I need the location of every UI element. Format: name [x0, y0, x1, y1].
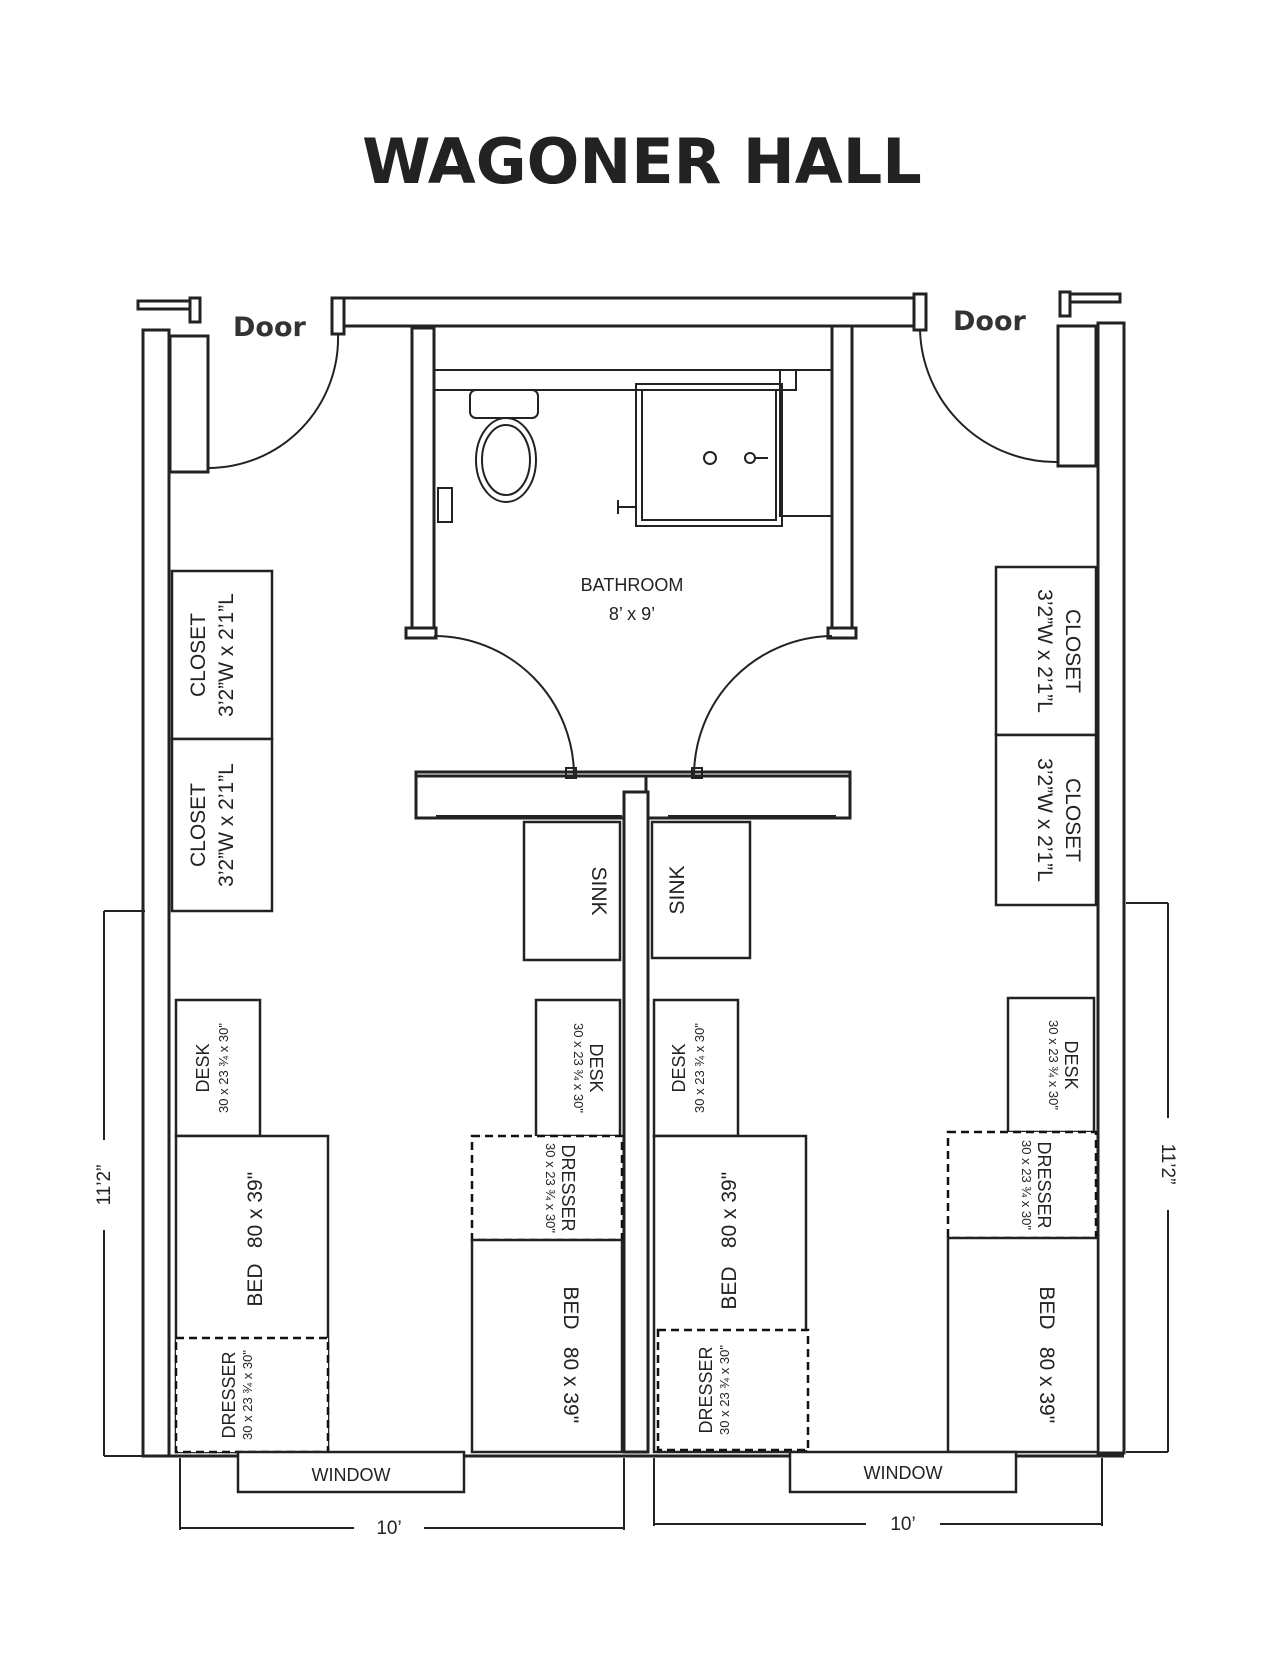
door-label-right: Door: [953, 306, 1027, 337]
door-stop-left: [565, 767, 577, 779]
dresser-name: DRESSER: [1034, 1141, 1054, 1228]
desk-name: DESK: [193, 1043, 213, 1092]
dresser-room1-right: DRESSER 30 x 23 ¾ x 30": [470, 1134, 624, 1242]
dimension-width-right: 10’: [890, 1514, 915, 1535]
dresser-name: DRESSER: [558, 1144, 578, 1231]
wall-bath-right-cap: [826, 626, 858, 640]
door-jamb-right-inner: [912, 292, 928, 332]
shower-icon: [617, 383, 783, 527]
wall-bath-left-cap: [404, 626, 438, 640]
dresser-room1-left: DRESSER 30 x 23 ¾ x 30": [174, 1336, 330, 1454]
closet-left-bottom: CLOSET 3’2”W x 2’1”L: [170, 737, 274, 913]
closet-name: CLOSET: [187, 613, 210, 697]
wall-bath-fixture-right: [779, 369, 833, 517]
door-swing-left: [207, 333, 340, 469]
door-stop-right: [691, 767, 703, 779]
sink-label: SINK: [587, 866, 610, 915]
wall-bath-right: [830, 324, 854, 640]
wall-right: [1096, 321, 1126, 1455]
desk-name: DESK: [586, 1043, 606, 1092]
desk-name: DESK: [1061, 1040, 1081, 1089]
door-swing-bath-right: [693, 635, 833, 777]
closet-right-top: CLOSET 3’2”W x 2’1”L: [994, 565, 1098, 737]
wall-entry-left: [168, 334, 210, 474]
window-left: WINDOW: [236, 1450, 466, 1494]
dresser-size: 30 x 23 ¾ x 30": [240, 1350, 255, 1440]
closet-size: 3’2”W x 2’1”L: [1033, 589, 1056, 713]
closet-name: CLOSET: [1061, 609, 1084, 693]
desk-room1-right: DESK 30 x 23 ¾ x 30": [534, 998, 622, 1138]
dimension-lines: [103, 902, 1169, 1530]
sink-right: SINK: [650, 820, 752, 960]
wall-center-divider: [622, 790, 650, 1454]
sink-label: SINK: [666, 865, 689, 914]
dimension-width-left: 10’: [376, 1518, 401, 1539]
wall-top-center: [336, 296, 922, 328]
ledge-inner-left: [436, 792, 622, 816]
door-swings: [207, 329, 1059, 779]
wall-bath-fixture-top: [433, 369, 797, 391]
dresser-room2-left: DRESSER 30 x 23 ¾ x 30": [656, 1328, 810, 1452]
desk-size: 30 x 23 ¾ x 30": [571, 1023, 586, 1113]
door-jamb-left-outer: [188, 296, 202, 324]
window-right: WINDOW: [788, 1450, 1018, 1494]
bathroom-label: BATHROOM: [581, 575, 684, 595]
door-swing-bath-left: [433, 635, 575, 777]
closet-left-top: CLOSET 3’2”W x 2’1”L: [170, 569, 274, 741]
window-label: WINDOW: [864, 1463, 943, 1483]
window-label: WINDOW: [312, 1465, 391, 1485]
ledge-inner-right: [668, 792, 836, 816]
door-jamb-left-inner: [330, 296, 346, 336]
walls: [136, 290, 1126, 1458]
desk-size: 30 x 23 ¾ x 30": [216, 1023, 231, 1113]
door-label-left: Door: [233, 312, 307, 343]
page-title: WAGONER HALL: [362, 125, 922, 198]
wall-left: [141, 328, 171, 1458]
closet-size: 3’2”W x 2’1”L: [1033, 758, 1056, 882]
toilet-icon: [469, 389, 539, 503]
dresser-size: 30 x 23 ¾ x 30": [717, 1345, 732, 1435]
wall-bath-left: [410, 326, 436, 640]
dresser-room2-right: DRESSER 30 x 23 ¾ x 30": [946, 1130, 1098, 1240]
desk-size: 30 x 23 ¾ x 30": [1046, 1020, 1061, 1110]
bed-name: BED: [718, 1266, 741, 1309]
closet-size: 3’2”W x 2’1”L: [215, 763, 238, 887]
bed-size: 80 x 39": [244, 1172, 267, 1248]
bed-name: BED: [559, 1286, 582, 1329]
closet-name: CLOSET: [187, 783, 210, 867]
dimension-length-right: 11’2”: [1157, 1144, 1178, 1185]
bed-name: BED: [1035, 1286, 1058, 1329]
door-swing-right: [919, 329, 1059, 464]
closet-size: 3’2”W x 2’1”L: [215, 593, 238, 717]
dresser-name: DRESSER: [219, 1351, 239, 1438]
wall-entry-right: [1056, 324, 1098, 468]
sink-left: SINK: [522, 820, 622, 962]
bed-room1-right: BED 80 x 39": [470, 1238, 624, 1454]
desk-name: DESK: [669, 1043, 689, 1092]
bed-size: 80 x 39": [718, 1172, 741, 1248]
dresser-size: 30 x 23 ¾ x 30": [543, 1143, 558, 1233]
desk-room1-left: DESK 30 x 23 ¾ x 30": [174, 998, 262, 1138]
closet-name: CLOSET: [1061, 778, 1084, 862]
desk-size: 30 x 23 ¾ x 30": [692, 1023, 707, 1113]
dresser-name: DRESSER: [696, 1346, 716, 1433]
toilet-paper-holder-icon: [437, 487, 453, 523]
dresser-size: 30 x 23 ¾ x 30": [1019, 1140, 1034, 1230]
desk-room2-right: DESK 30 x 23 ¾ x 30": [1006, 996, 1096, 1134]
bathroom-size: 8’ x 9’: [609, 604, 655, 624]
bed-size: 80 x 39": [559, 1347, 582, 1423]
wall-top-left-stub: [136, 299, 198, 311]
wall-top-right-stub: [1062, 292, 1122, 304]
desk-room2-left: DESK 30 x 23 ¾ x 30": [652, 998, 740, 1138]
bed-size: 80 x 39": [1035, 1347, 1058, 1423]
closet-right-bottom: CLOSET 3’2”W x 2’1”L: [994, 733, 1098, 907]
dimension-length-left: 11’2”: [94, 1165, 115, 1206]
bed-room2-right: BED 80 x 39": [946, 1236, 1100, 1454]
door-jamb-right-outer: [1058, 290, 1072, 318]
bed-name: BED: [244, 1263, 267, 1306]
